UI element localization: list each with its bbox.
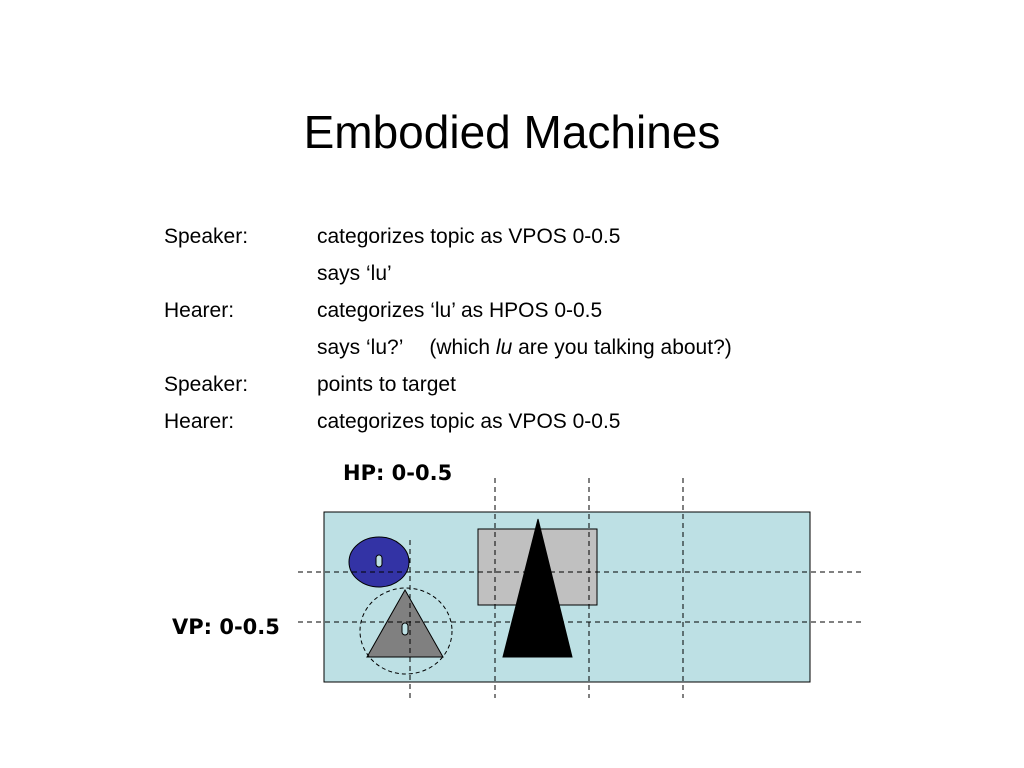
- speaker-label: Hearer:: [164, 299, 235, 322]
- triangle-marker: [401, 622, 409, 636]
- dialogue-text: categorizes topic as VPOS 0-0.5: [317, 410, 621, 433]
- dialogue-row-4: says ‘lu?’ (which lu are you talking abou…: [164, 329, 924, 366]
- dialogue-row-3: Hearer: categorizes ‘lu’ as HPOS 0-0.5: [164, 292, 924, 329]
- dialogue-text: says ‘lu?’ (which lu are you talking abou…: [317, 329, 732, 366]
- speaker-label: Hearer:: [164, 410, 235, 433]
- slide-title: Embodied Machines: [303, 106, 721, 158]
- dialogue-text-italic: lu: [495, 336, 513, 359]
- dialogue-row-6: Hearer: categorizes topic as VPOS 0-0.5: [164, 403, 924, 440]
- dialogue-text-part: (which: [429, 336, 496, 359]
- circle-marker: [375, 554, 383, 568]
- dialogue-text: categorizes topic as VPOS 0-0.5: [317, 225, 621, 248]
- dialogue-row-5: Speaker: points to target: [164, 366, 924, 403]
- dialogue-text: says ‘lu’: [317, 262, 392, 285]
- speaker-label: Speaker:: [164, 373, 249, 396]
- dialogue-text: points to target: [317, 373, 456, 396]
- dialogue-row-1: Speaker: categorizes topic as VPOS 0-0.5: [164, 218, 924, 255]
- hp-label: HP: 0-0.5: [343, 461, 453, 485]
- dialogue-text-part: says ‘lu?’: [317, 336, 404, 359]
- dialogue-text: categorizes ‘lu’ as HPOS 0-0.5: [317, 299, 603, 322]
- dialogue-text-part: are you talking about?): [512, 336, 732, 359]
- grid-lines: [298, 478, 862, 698]
- vp-label: VP: 0-0.5: [172, 615, 280, 639]
- dialogue-row-2: says ‘lu’: [164, 255, 924, 292]
- speaker-label: Speaker:: [164, 225, 249, 248]
- target-highlight-circle: [359, 587, 453, 675]
- dialogue-list: Speaker: categorizes topic as VPOS 0-0.5…: [164, 218, 924, 440]
